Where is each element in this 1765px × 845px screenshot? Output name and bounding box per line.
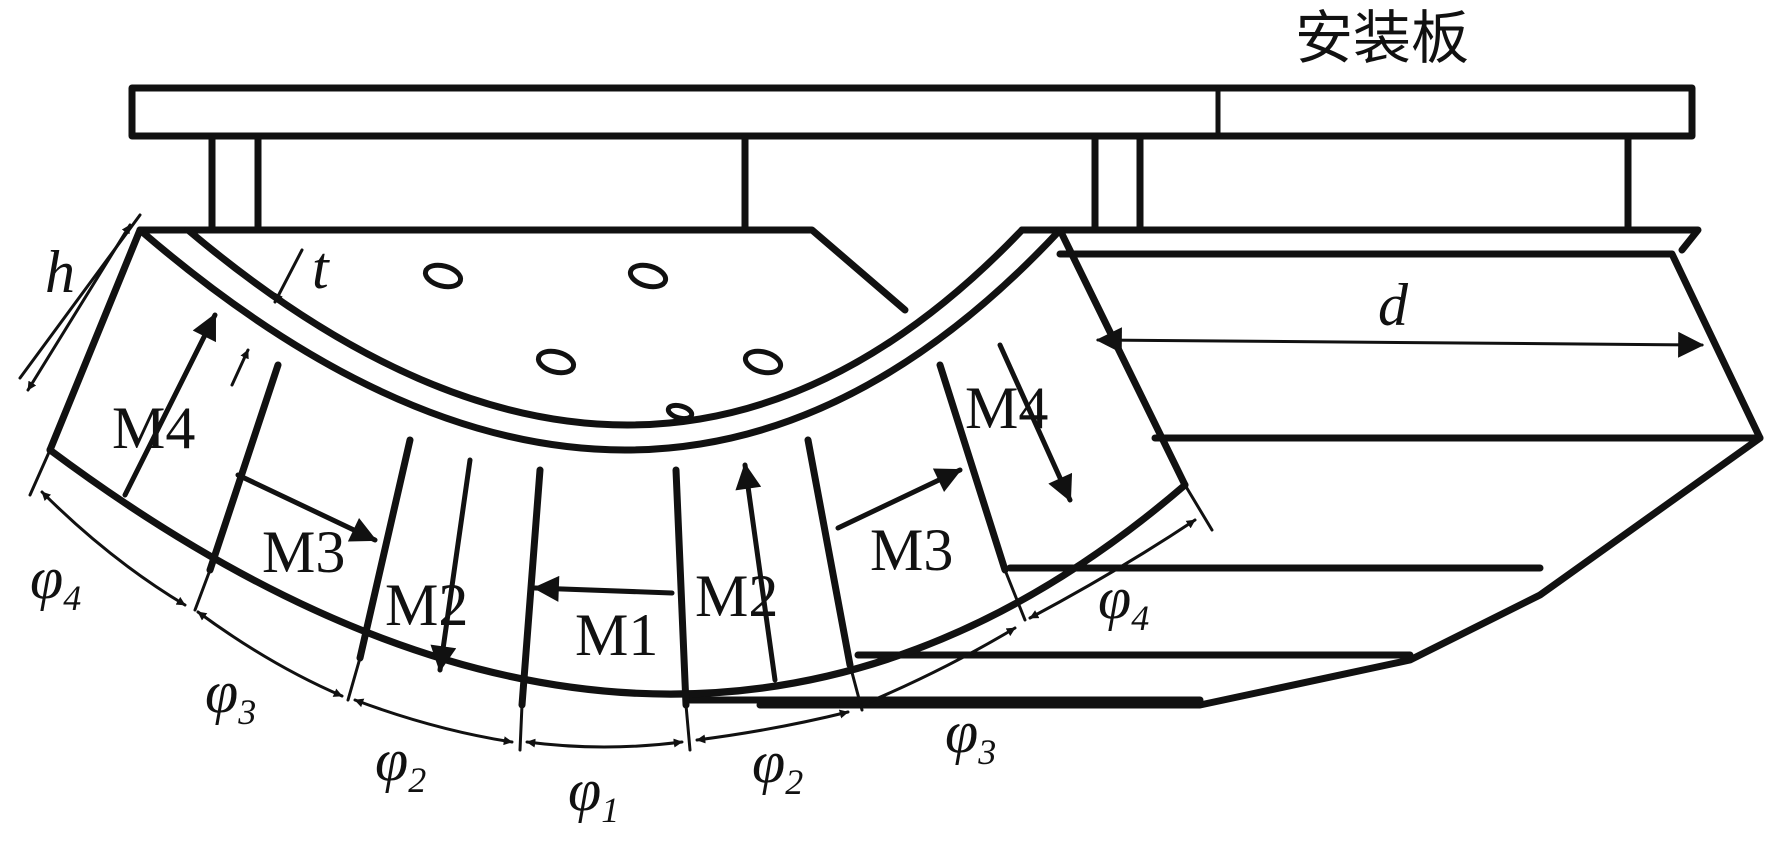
label-phi4-right: φ4: [1098, 565, 1149, 638]
dimension-h: h: [18, 213, 142, 392]
label-d: d: [1378, 272, 1409, 338]
magnetization-arrows: [122, 312, 1073, 683]
label-phi2-right: φ2: [752, 729, 803, 802]
label-m1: M1: [575, 602, 658, 668]
label-phi1: φ1: [568, 757, 619, 830]
label-phi2-left: φ2: [375, 727, 426, 800]
magnet-body-3d: [686, 250, 1764, 709]
label-t: t: [312, 235, 330, 301]
label-m3-right: M3: [870, 517, 953, 583]
mounting-plate: [128, 84, 1702, 314]
label-phi3-left: φ3: [205, 659, 256, 732]
label-m4-left: M4: [112, 395, 195, 461]
angle-labels: φ4 φ3 φ2 φ1 φ2 φ3 φ4: [30, 545, 1149, 830]
label-phi3-right: φ3: [945, 699, 996, 772]
dimension-t: t: [230, 235, 330, 387]
angle-extension-lines: [28, 448, 1214, 752]
label-m2-right: M2: [695, 563, 778, 629]
dimension-d: d: [1095, 272, 1705, 358]
label-phi4-left: φ4: [30, 545, 81, 618]
bolt-holes: [422, 262, 784, 422]
angle-arcs: [40, 490, 1197, 749]
mounting-plate-label: 安装板: [1295, 4, 1469, 72]
label-m4-right: M4: [965, 375, 1048, 441]
magnet-labels: M4 M3 M2 M1 M2 M3 M4: [112, 375, 1048, 668]
label-h: h: [45, 239, 75, 305]
label-m3-left: M3: [262, 519, 345, 585]
label-m2-left: M2: [385, 572, 468, 638]
